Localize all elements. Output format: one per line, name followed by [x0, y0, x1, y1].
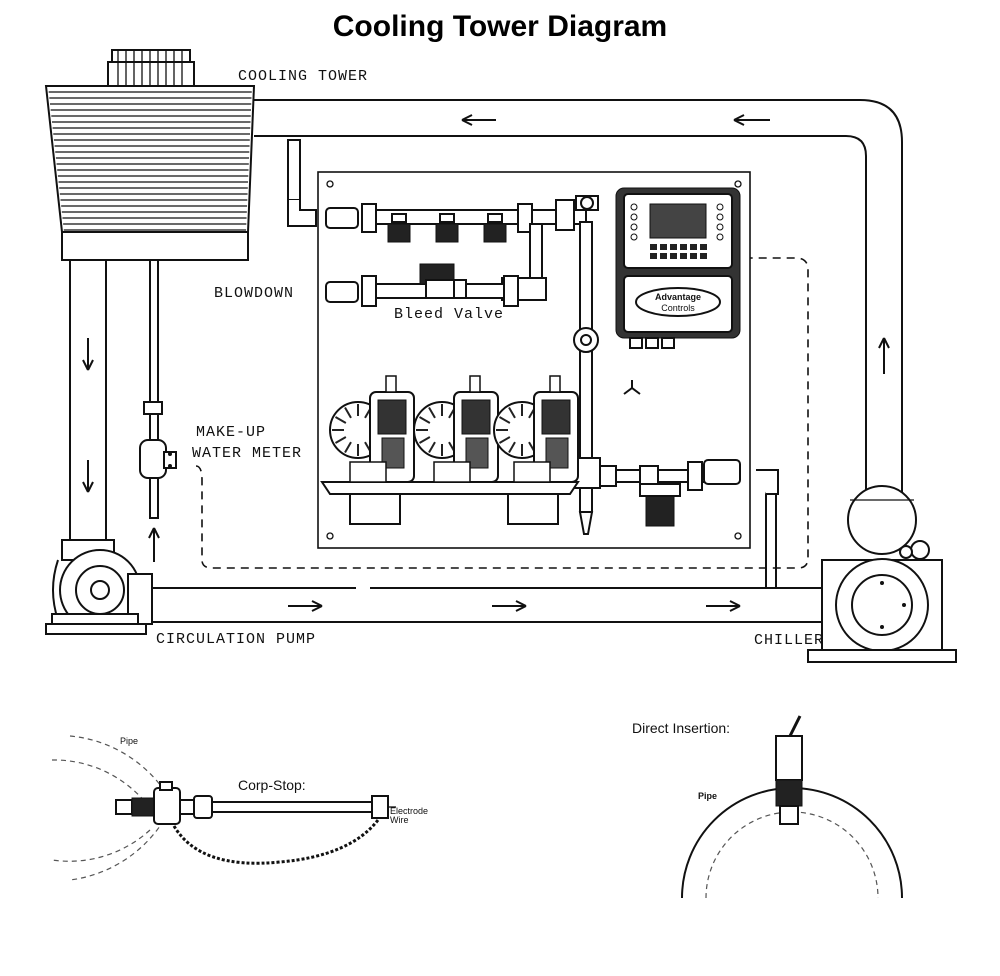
flow-arrow-left-1 [461, 114, 496, 126]
electrode-label-line2: Wire [390, 815, 409, 825]
supply-down-pipe [69, 259, 107, 551]
controller-key [650, 253, 657, 259]
direct-insertion-title: Direct Insertion: [632, 720, 730, 736]
controller-key [690, 253, 697, 259]
flow-arrow-left-2 [733, 114, 770, 126]
return-pipe [254, 99, 903, 500]
cooling-tower [44, 49, 256, 261]
corp-stop-title: Corp-Stop: [238, 777, 306, 793]
sample-header-manifold [325, 195, 599, 301]
makeup-label-line2: WATER METER [192, 445, 302, 462]
bleed-valve [419, 263, 467, 299]
controller-key [650, 244, 657, 250]
controller-brand-line2: Controls [661, 303, 695, 313]
flow-arrow-up-right [878, 337, 890, 374]
controller-key [670, 253, 677, 259]
controller-terminal [716, 223, 724, 231]
panel-return-pipe [756, 469, 779, 589]
controller-key [690, 244, 697, 250]
flow-arrow-up-makeup [148, 527, 160, 562]
page-title: Cooling Tower Diagram [333, 10, 667, 43]
controller-key [660, 244, 667, 250]
controller-key [700, 244, 707, 250]
flow-arrow-right-2 [492, 600, 527, 612]
corp-stop-pipe-label: Pipe [120, 736, 138, 746]
controller-terminal [630, 213, 638, 221]
inset-direct-insertion [681, 715, 903, 899]
controller-key [670, 244, 677, 250]
metering-pumps [329, 375, 579, 483]
electrode-label-line1: Electrode [390, 806, 428, 816]
blowdown-label: BLOWDOWN [214, 285, 294, 302]
direct-insertion-pipe-label: Pipe [698, 791, 717, 801]
metering-pump-2 [413, 375, 499, 483]
controller-terminal [716, 233, 724, 241]
chiller-label: CHILLER [754, 632, 824, 649]
flow-arrow-right-1 [288, 600, 323, 612]
controller-terminal [716, 203, 724, 211]
cooling-tower-label: COOLING TOWER [238, 68, 368, 85]
sample-drop-pipe [287, 139, 317, 227]
controller-terminal [630, 203, 638, 211]
circulation-pump-label: CIRCULATION PUMP [156, 631, 316, 648]
chiller [807, 485, 957, 663]
sample-return-line [599, 459, 741, 527]
control-wire-dashed [195, 257, 809, 569]
circulation-pump [45, 539, 153, 635]
controller-terminal [630, 223, 638, 231]
inset-corp-stop [51, 735, 396, 881]
controller-terminal [630, 233, 638, 241]
controller-key [680, 253, 687, 259]
flow-arrow-down-1 [82, 338, 94, 371]
controller-key [660, 253, 667, 259]
flow-arrow-right-3 [706, 600, 741, 612]
blowdown-line [325, 275, 519, 307]
metering-pump-3 [493, 375, 579, 483]
controller-unit: Advantage Controls [615, 187, 741, 395]
controller-terminal [716, 213, 724, 221]
flow-arrow-down-2 [82, 460, 94, 493]
bleed-valve-label: Bleed Valve [394, 306, 504, 323]
makeup-water-line [139, 259, 177, 519]
controller-key [700, 253, 707, 259]
controller-brand-line1: Advantage [655, 292, 701, 302]
metering-pump-1 [329, 375, 415, 483]
makeup-label-line1: MAKE-UP [196, 424, 266, 441]
controller-key [680, 244, 687, 250]
